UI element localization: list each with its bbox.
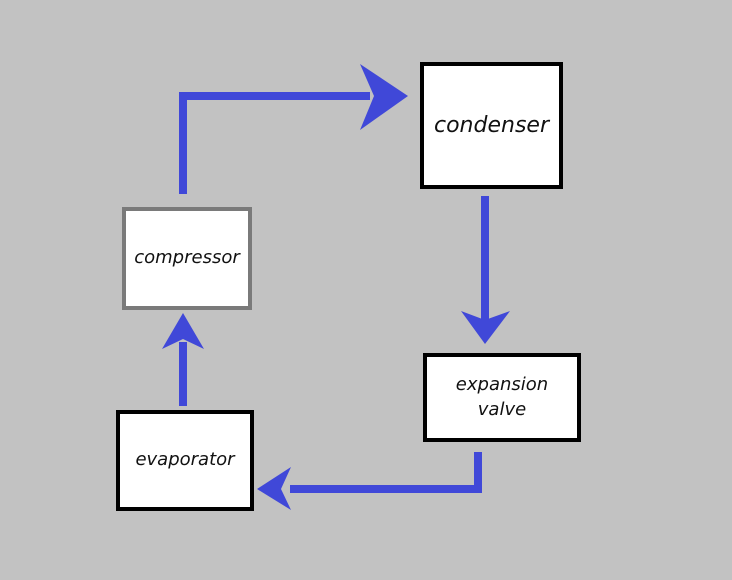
condenser-label: condenser [434, 112, 549, 138]
expansion-valve-label: expansion valve [455, 374, 549, 420]
expansion-valve-node: expansion valve [423, 353, 581, 442]
arrow-condenser-to-expansion-valve [461, 196, 510, 344]
evaporator-node: evaporator [116, 410, 254, 511]
arrow-evaporator-to-compressor [162, 313, 204, 406]
arrow-expansion-valve-to-evaporator [257, 452, 482, 510]
arrow-compressor-to-condenser [179, 64, 408, 194]
condenser-node: condenser [420, 62, 563, 189]
compressor-node: compressor [122, 207, 252, 310]
compressor-label: compressor [134, 247, 240, 269]
evaporator-label: evaporator [135, 449, 235, 471]
